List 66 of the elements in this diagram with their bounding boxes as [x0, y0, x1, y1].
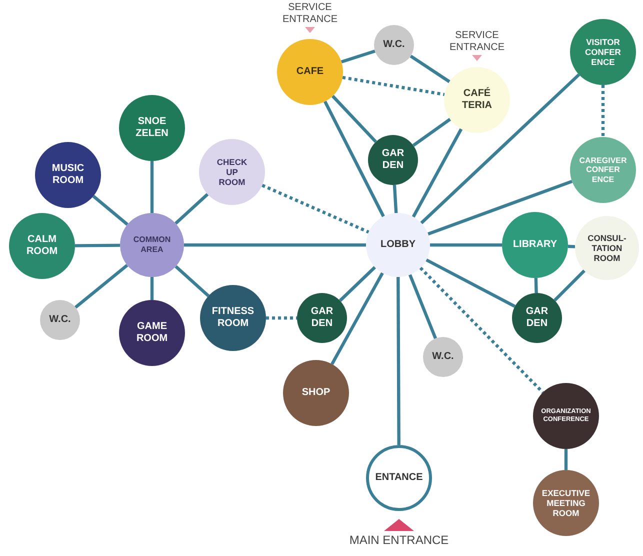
connector-line — [428, 180, 573, 236]
connector-line — [420, 73, 580, 224]
room-label: VISITOR CONFER ENCE — [585, 36, 621, 68]
room-label: W.C. — [432, 351, 454, 363]
room-label: SNOE ZELEN — [136, 116, 168, 140]
room-label: W.C. — [49, 314, 71, 326]
connector-line — [412, 118, 452, 147]
connector-line — [408, 274, 438, 340]
connector-line — [340, 50, 376, 64]
room-label: GAME ROOM — [136, 321, 168, 345]
room-circle — [368, 135, 418, 185]
connector-line — [430, 243, 502, 247]
connector-line — [331, 94, 378, 143]
room-circle — [366, 213, 430, 277]
connector-line — [601, 85, 605, 137]
connector-line — [74, 244, 120, 248]
connector-line — [92, 194, 128, 226]
connector-line — [150, 161, 154, 213]
connector-line — [74, 264, 128, 309]
room-circle — [374, 25, 414, 65]
room-label: COMMON AREA — [133, 235, 171, 255]
connector-line — [392, 184, 398, 214]
room-label: CAFE — [296, 66, 324, 78]
connector-line — [534, 278, 538, 294]
room-label: EXECUTIVE MEETING ROOM — [542, 488, 590, 518]
connector-line — [338, 266, 376, 302]
room-label: CAREGIVER CONFER ENCE — [579, 156, 627, 184]
room-label: W.C. — [383, 39, 405, 51]
room-circle — [512, 293, 562, 343]
connector-line — [412, 128, 463, 218]
room-label: CONSUL-TATION ROOM — [588, 232, 626, 264]
entrance-label: SERVICE ENTRANCE — [448, 30, 506, 53]
room-label: SHOP — [302, 387, 330, 399]
room-circle — [120, 213, 184, 277]
connector-line — [342, 76, 445, 96]
room-label: LOBBY — [380, 239, 416, 251]
entrance-label: MAIN ENTRANCE — [348, 533, 450, 548]
connector-line — [184, 243, 366, 247]
connector-line — [174, 193, 209, 225]
room-label: GAR DEN — [526, 306, 548, 330]
connector-line — [410, 54, 450, 84]
connector-line — [554, 270, 586, 302]
connector-line — [324, 100, 385, 218]
connector-line — [150, 277, 154, 300]
room-label: CAFÉ TERIA — [462, 88, 492, 112]
room-label: GAR DEN — [310, 306, 334, 330]
connector-line — [266, 316, 297, 320]
room-label: ENTANCE — [375, 472, 423, 484]
connector-line — [174, 265, 210, 298]
room-circle — [423, 337, 463, 377]
connector-line — [564, 449, 568, 470]
room-label: FITNESS ROOM — [212, 306, 254, 330]
room-label: MUSIC ROOM — [52, 163, 84, 187]
connector-line — [568, 244, 576, 248]
room-label: CHECK UP ROOM — [216, 156, 248, 188]
room-label: LIBRARY — [512, 239, 558, 251]
connector-line — [330, 272, 384, 365]
room-circle — [40, 300, 80, 340]
room-circle — [297, 293, 347, 343]
connector-line — [426, 258, 516, 308]
connector-line — [419, 266, 544, 394]
entrance-label: SERVICE ENTRANCE — [281, 2, 338, 25]
room-label: GAR DEN — [382, 148, 404, 172]
connector-line — [396, 277, 400, 445]
connector-line — [262, 184, 370, 234]
room-label: CALM ROOM — [26, 234, 58, 258]
